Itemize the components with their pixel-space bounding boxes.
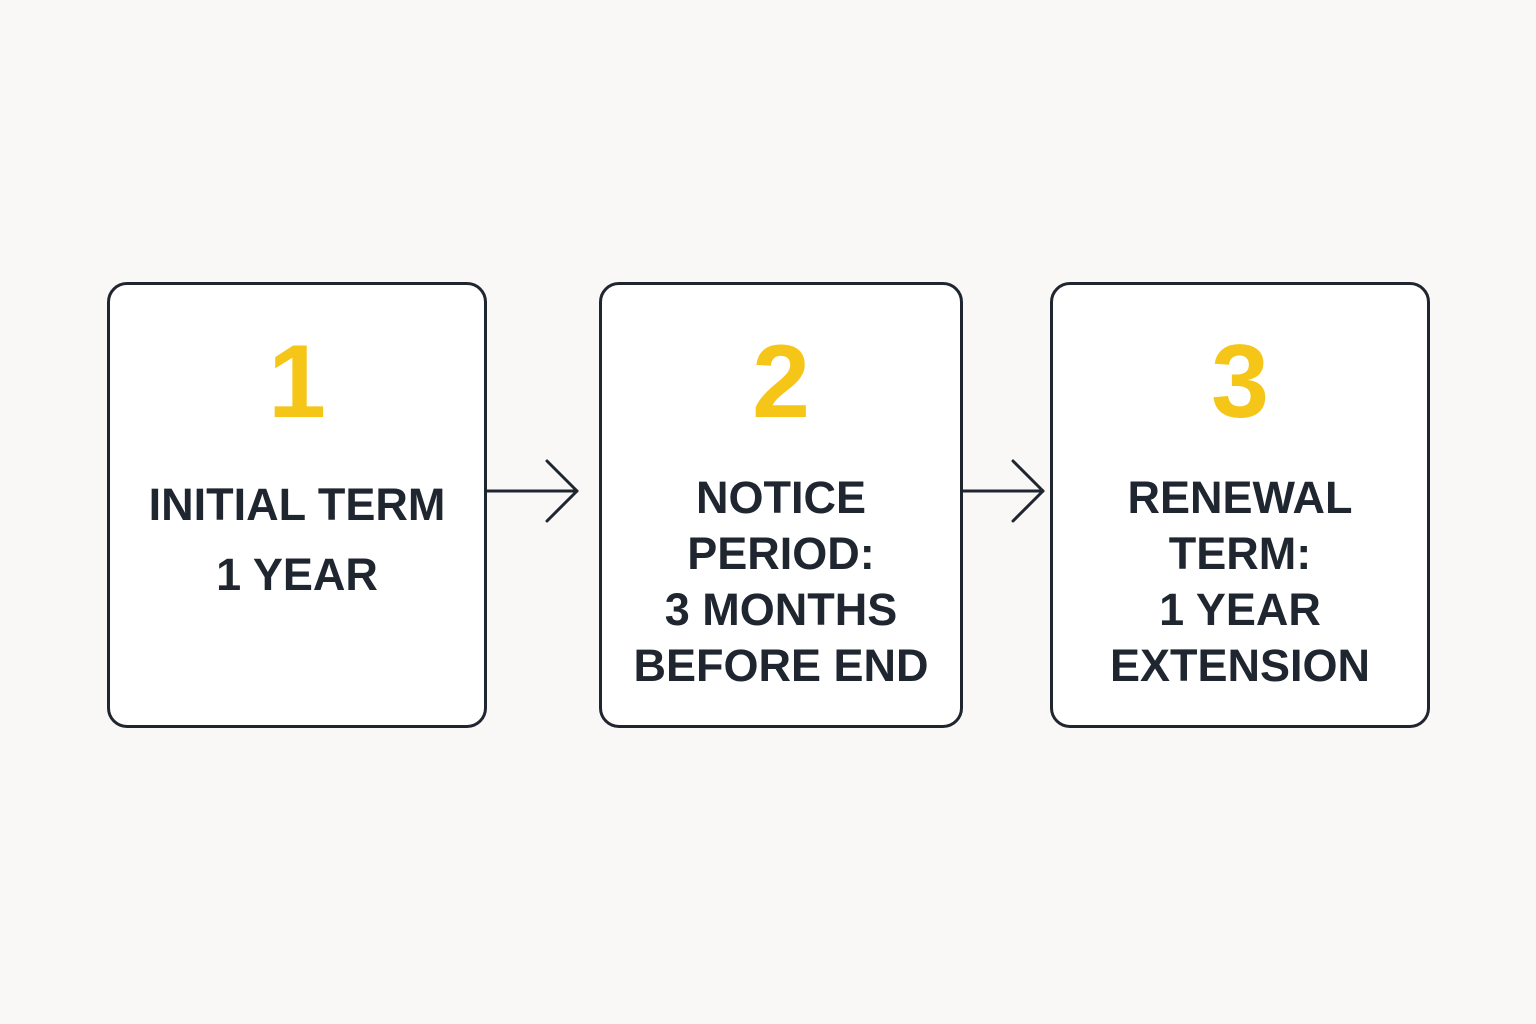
- step-label-line: RENEWAL: [1127, 472, 1353, 523]
- step-label: NOTICE PERIOD: 3 MONTHS BEFORE END: [602, 470, 960, 694]
- step-label-line: 1 YEAR: [216, 549, 378, 600]
- step-label: RENEWAL TERM: 1 YEAR EXTENSION: [1053, 470, 1427, 694]
- step-box-initial-term: 1 INITIAL TERM 1 YEAR: [107, 282, 487, 728]
- step-label-line: TERM:: [1168, 528, 1312, 579]
- right-arrow-icon: [487, 459, 579, 523]
- step-number: 2: [752, 324, 810, 440]
- step-label-line: PERIOD:: [687, 528, 875, 579]
- step-label: INITIAL TERM 1 YEAR: [110, 470, 484, 610]
- step-box-notice-period: 2 NOTICE PERIOD: 3 MONTHS BEFORE END: [599, 282, 963, 728]
- step-box-renewal-term: 3 RENEWAL TERM: 1 YEAR EXTENSION: [1050, 282, 1430, 728]
- step-label-line: NOTICE: [695, 472, 866, 523]
- right-arrow-icon: [963, 459, 1045, 523]
- step-label-line: 1 YEAR: [1159, 584, 1321, 635]
- step-number: 3: [1211, 324, 1269, 440]
- step-label-line: EXTENSION: [1109, 640, 1371, 691]
- step-label-line: 3 MONTHS: [664, 584, 898, 635]
- step-label-line: BEFORE END: [633, 640, 929, 691]
- step-label-line: INITIAL TERM: [148, 479, 446, 530]
- step-number: 1: [268, 324, 326, 440]
